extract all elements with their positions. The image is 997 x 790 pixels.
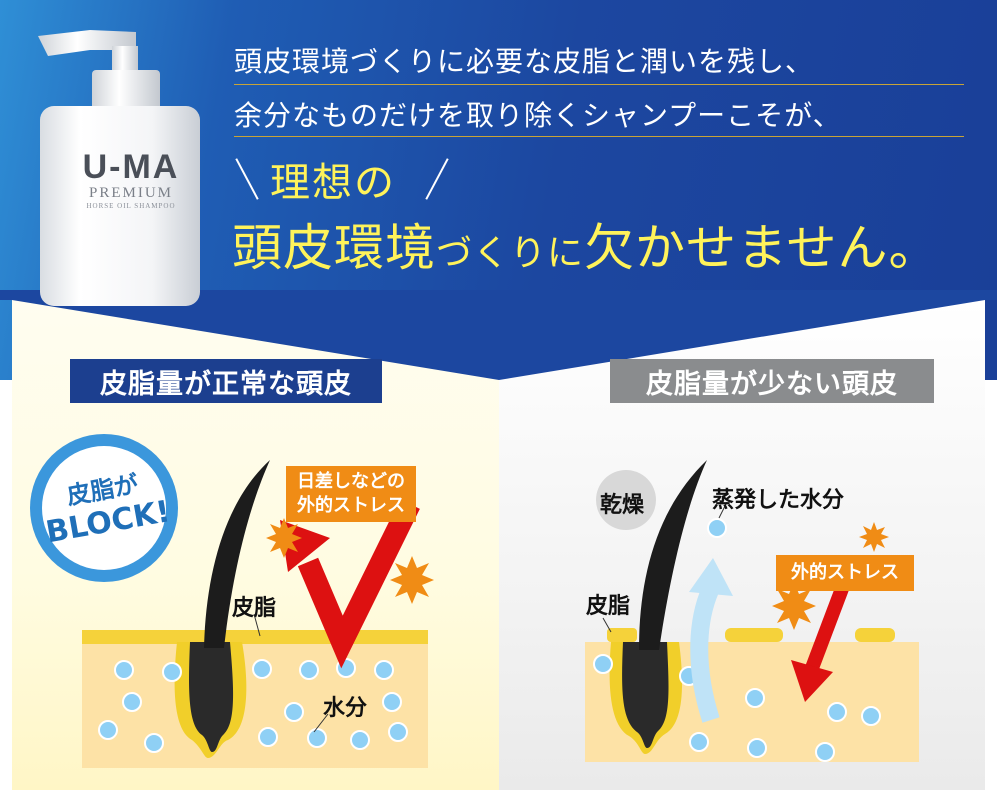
sebum-label-left: 皮脂 (232, 596, 277, 621)
bottle-label: U-MA PREMIUM HORSE OIL SHAMPOO (66, 148, 196, 210)
stress-tag-left: 日差しなどの 外的ストレス (286, 466, 416, 522)
normal-scalp-title: 皮脂量が正常な頭皮 (70, 359, 382, 403)
stress-arrow (802, 583, 850, 679)
headline-line-1: 頭皮環境づくりに必要な皮脂と潤いを残し、 (234, 45, 815, 78)
evaporation-arrow (690, 579, 722, 723)
impact-burst (266, 518, 434, 604)
shampoo-bottle-image (38, 30, 200, 306)
stress-tag-line2: 外的ストレス (297, 495, 405, 516)
bottle-subtitle: HORSE OIL SHAMPOO (86, 202, 176, 210)
evaporation-arrow-head (689, 558, 733, 596)
stress-arrow-head (791, 660, 833, 702)
bottle-brand: U-MA (82, 148, 180, 186)
sebum-patch (607, 628, 637, 642)
sebum-layer (82, 630, 428, 644)
emphasis-big-1: 頭皮環境 (232, 219, 436, 277)
water-drops (98, 658, 408, 753)
headline-rule-2 (234, 136, 964, 137)
headline-emphasis-2: 頭皮環境づくりに欠かせません。 (232, 208, 940, 280)
hair-root (189, 642, 234, 752)
stress-arrow (297, 499, 420, 669)
water-drops (593, 518, 881, 762)
emphasis-small: づくりに (436, 233, 585, 274)
headline-emphasis-1: 理想の (270, 160, 396, 206)
normal-scalp-diagram (30, 434, 434, 768)
headline-line-2: 余分なものだけを取り除くシャンプーこそが、 (234, 99, 842, 132)
hair-root (622, 642, 669, 748)
dry-bubble (596, 470, 656, 530)
hair-shaft (204, 460, 270, 648)
hair-shaft (639, 460, 707, 650)
headline-rule-1 (234, 84, 964, 85)
dry-scalp-diagram (585, 460, 919, 762)
sebum-label-right: 皮脂 (586, 594, 631, 619)
bottle-line: PREMIUM (88, 185, 173, 201)
sebum-patch (855, 628, 895, 642)
impact-burst (772, 522, 889, 630)
dry-label: 乾燥 (600, 493, 645, 518)
block-badge-inner (42, 446, 166, 570)
water-label: 水分 (323, 696, 368, 721)
dry-scalp-title: 皮脂量が少ない頭皮 (610, 359, 934, 403)
sebum-patch (725, 628, 783, 642)
stress-tag-line1: 日差しなどの (297, 471, 405, 492)
emphasis-big-2: 欠かせません。 (584, 219, 940, 277)
evaporated-water-label: 蒸発した水分 (712, 488, 845, 513)
stress-tag-right: 外的ストレス (776, 555, 914, 591)
